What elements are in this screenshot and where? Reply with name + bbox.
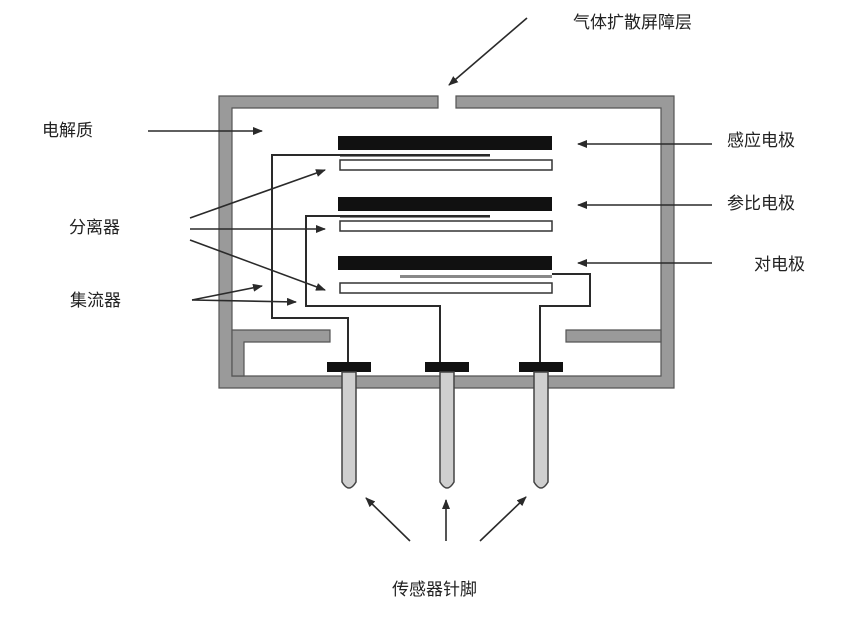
collector-wire-reference: [305, 215, 490, 362]
current-collector-strip-3: [400, 275, 552, 278]
label-electrolyte: 电解质: [42, 121, 93, 141]
sensor-pin-2: [425, 362, 469, 489]
arrow-collector-1: [191, 283, 263, 301]
label-counter-electrode: 对电极: [754, 255, 805, 275]
arrow-separator-1: [189, 169, 326, 219]
arrow-separator-3: [189, 239, 326, 291]
collector-wire-sensing: [271, 154, 490, 362]
label-reference-electrode: 参比电极: [727, 194, 795, 214]
arrow-pin-1: [365, 497, 411, 542]
housing-inner-left-wall: [231, 329, 331, 377]
counter-electrode: [338, 256, 552, 270]
sensor-pin-3: [519, 362, 563, 489]
arrow-collector-2: [191, 297, 297, 306]
collector-wire-counter: [539, 273, 591, 362]
label-separator: 分离器: [69, 218, 120, 238]
sensing-electrode: [338, 136, 552, 150]
separator-plate-3: [339, 282, 553, 294]
housing-inner-right-wall: [565, 329, 662, 343]
arrow-gas-diffusion-barrier: [448, 17, 528, 86]
label-sensor-pins: 传感器针脚: [392, 580, 477, 600]
reference-electrode: [338, 197, 552, 211]
sensor-pin-1: [327, 362, 371, 489]
label-sensing-electrode: 感应电极: [727, 131, 795, 151]
separator-plate-2: [339, 220, 553, 232]
separator-plate-1: [339, 159, 553, 171]
label-current-collector: 集流器: [70, 291, 121, 311]
label-gas-diffusion-barrier: 气体扩散屏障层: [573, 13, 692, 33]
sensor-housing: [218, 95, 675, 389]
arrow-pin-3: [479, 496, 527, 542]
